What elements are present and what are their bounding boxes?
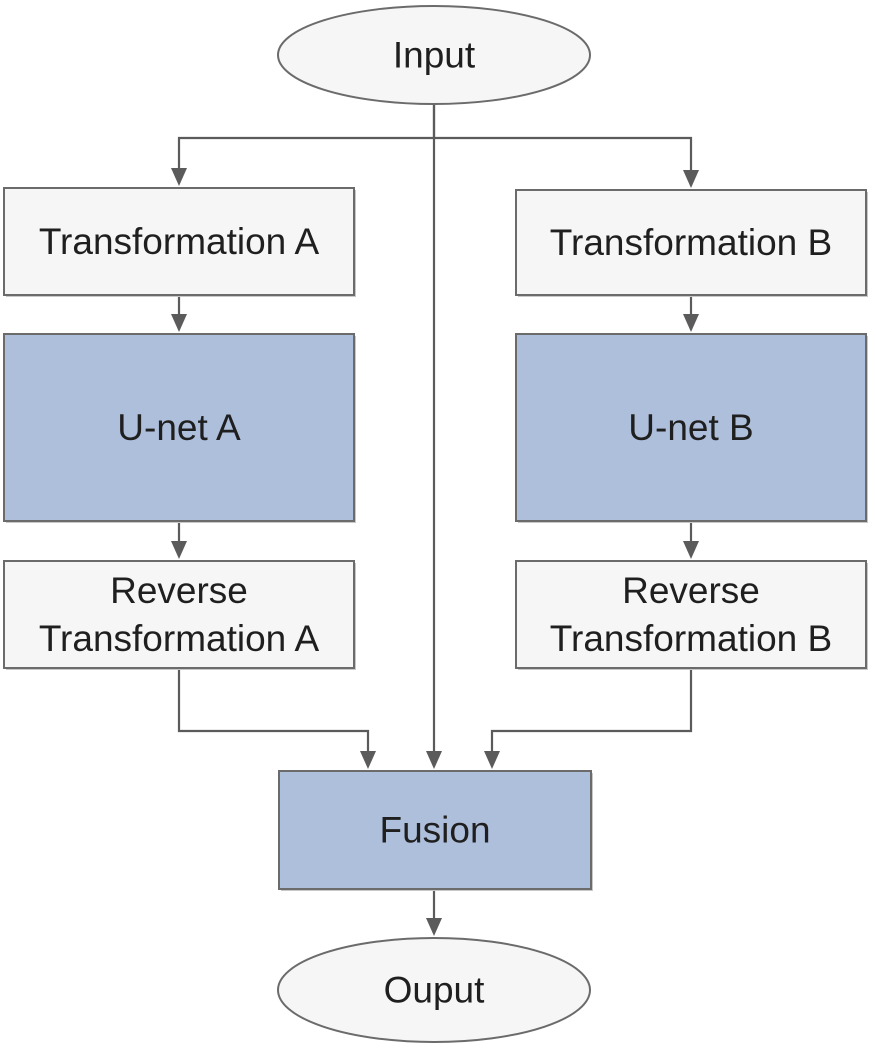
node-label: Reverse xyxy=(622,570,760,611)
edges-layer xyxy=(171,104,699,936)
node-unet-a: U-net A xyxy=(3,333,356,523)
arrow-head-icon xyxy=(426,751,442,769)
edge-unet-b-to-reverse-b xyxy=(683,521,699,559)
arrow-head-icon xyxy=(683,541,699,559)
process-box xyxy=(515,333,867,522)
arrow-head-icon xyxy=(484,751,500,769)
arrow-head-icon xyxy=(426,918,442,936)
edge-reverse-a-to-fusion xyxy=(177,668,376,769)
edge-fusion-to-output xyxy=(426,889,442,936)
process-box xyxy=(515,560,867,669)
node-label: Fusion xyxy=(379,810,490,851)
node-output: Ouput xyxy=(277,937,591,1043)
arrow-head-icon xyxy=(171,541,187,559)
node-input: Input xyxy=(277,5,591,105)
node-transformation-a: Transformation A xyxy=(3,187,356,297)
edge-line xyxy=(490,668,693,751)
terminal-ellipse xyxy=(277,937,591,1043)
edge-input-to-transformation-b xyxy=(434,136,699,188)
edge-line xyxy=(434,136,693,170)
node-label: Input xyxy=(393,35,476,76)
node-label: Transformation A xyxy=(39,618,320,659)
process-box xyxy=(278,770,592,890)
process-box xyxy=(3,187,355,296)
node-label: Reverse xyxy=(110,570,248,611)
edge-input-to-fusion xyxy=(426,104,442,769)
node-label: Transformation B xyxy=(550,222,832,263)
process-box xyxy=(515,189,867,296)
node-label: Ouput xyxy=(384,970,486,1011)
node-transformation-b: Transformation B xyxy=(515,189,868,297)
edge-unet-a-to-reverse-a xyxy=(171,521,187,559)
arrow-head-icon xyxy=(360,751,376,769)
edge-line xyxy=(177,668,370,751)
terminal-ellipse xyxy=(277,5,591,105)
arrow-head-icon xyxy=(683,314,699,332)
edge-transformation-b-to-unet-b xyxy=(683,295,699,332)
process-box xyxy=(3,560,355,669)
arrow-head-icon xyxy=(171,168,187,186)
node-label: U-net A xyxy=(117,407,241,448)
node-unet-b: U-net B xyxy=(515,333,868,523)
process-box xyxy=(3,333,355,522)
node-label: Transformation A xyxy=(39,221,320,262)
edge-line xyxy=(177,104,436,168)
arrow-head-icon xyxy=(683,170,699,188)
node-label: Transformation B xyxy=(550,618,832,659)
edge-reverse-b-to-fusion xyxy=(484,668,693,769)
node-fusion: Fusion xyxy=(278,770,593,891)
node-label: U-net B xyxy=(628,407,753,448)
arrow-head-icon xyxy=(171,314,187,332)
edge-input-to-transformation-a xyxy=(171,104,436,186)
edge-transformation-a-to-unet-a xyxy=(171,295,187,332)
